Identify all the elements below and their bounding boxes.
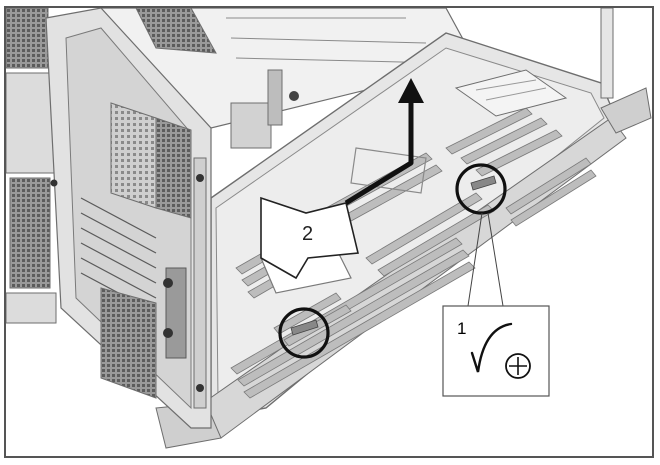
callout-leader-line [467, 212, 483, 307]
callout-box: 1 [442, 305, 550, 397]
rear-panel [45, 8, 212, 429]
chassis-illustration: 2 1 [6, 8, 652, 449]
left-drive-bays [6, 8, 57, 324]
callout-leader-line [487, 212, 504, 307]
top-cage [100, 8, 477, 149]
screw-highlight-circle-right [455, 163, 507, 215]
corner-post [600, 8, 614, 99]
screw-loosen-icon [470, 322, 531, 379]
arrow-step-label: 2 [302, 223, 313, 245]
callout-step-label: 1 [457, 319, 466, 338]
screw-highlight-circle-left [278, 307, 330, 359]
illustration-frame: 2 1 [4, 6, 654, 458]
push-arrow [260, 78, 424, 280]
